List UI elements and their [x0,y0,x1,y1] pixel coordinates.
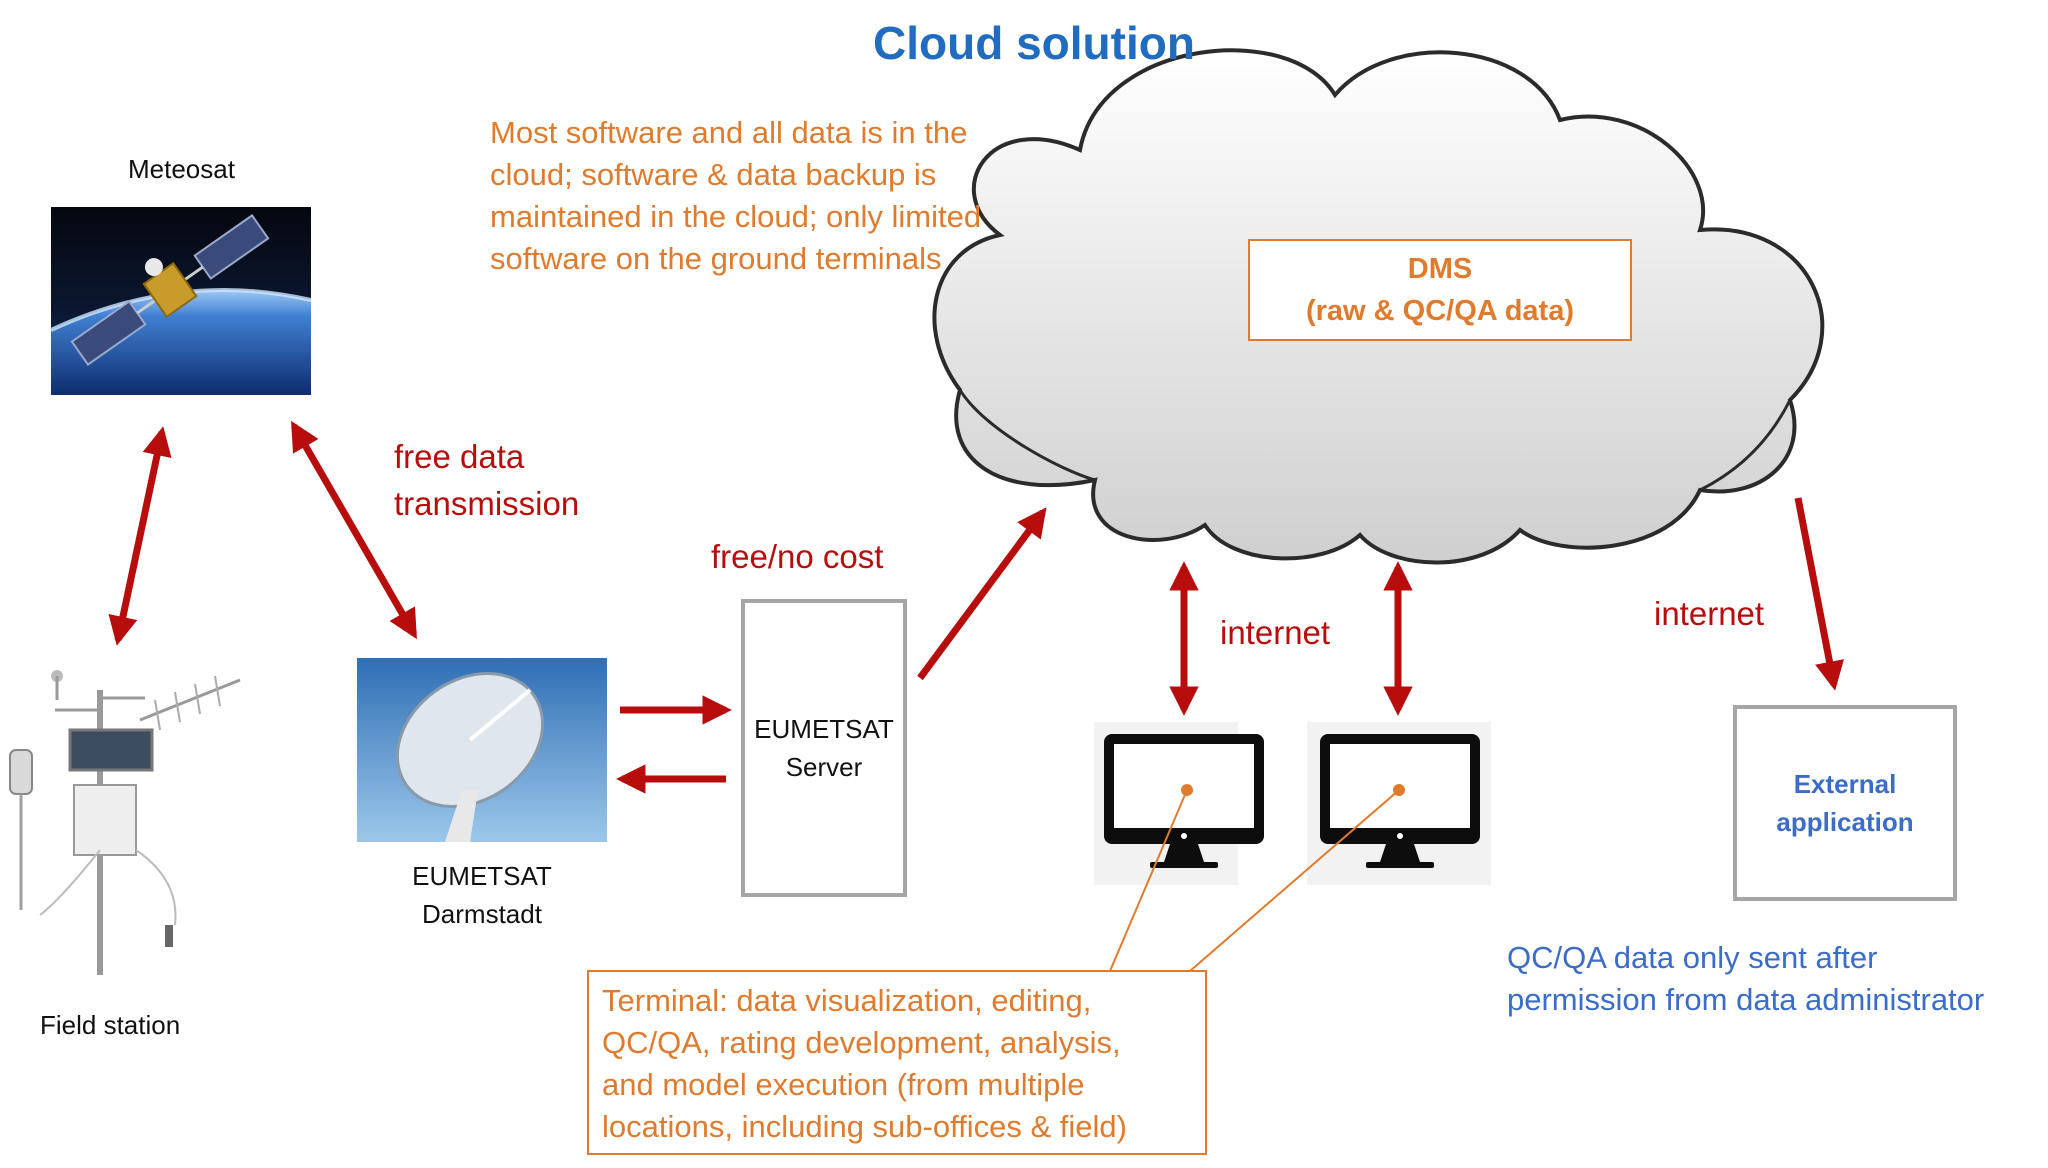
cloud-to-external-arrow [1794,497,1844,691]
terminal-leader-line [1109,789,1188,972]
field-station-label: Field station [40,1010,181,1040]
terminal-callout-box [587,970,1207,1155]
darmstadt-label: EUMETSAT Darmstadt [412,861,552,929]
monitor-icon [1094,722,1264,885]
dms-box [1248,239,1632,341]
server-label: EUMETSAT Server [754,714,894,782]
cloud-description: Most software and all data is in the clo… [490,115,982,276]
meteosat-field-arrow [108,426,172,646]
free-no-cost-label: free/no cost [711,538,884,575]
meteosat-label: Meteosat [128,154,235,184]
internet-label-terminals: internet [1220,614,1331,651]
satellite-dish-image [357,658,607,842]
weather-station-image [9,670,241,975]
meteosat-darmstadt-arrow [290,420,418,640]
monitor-icon [1307,722,1491,885]
server-box [741,599,907,897]
external-app-label: External application [1776,769,1914,837]
external-app-box [1733,705,1957,901]
internet-label-external: internet [1654,595,1765,632]
terminal-leader-line [1189,789,1400,972]
qcqa-note: QC/QA data only sent after permission fr… [1507,940,1985,1017]
terminal-note: Terminal: data visualization, editing, Q… [602,983,1127,1144]
server-to-cloud-arrow [917,507,1047,681]
free-transmission-label: free data transmission [394,438,580,522]
diagram-title: Cloud solution [873,17,1195,69]
dms-label: DMS (raw & QC/QA data) [1305,253,1574,327]
satellite-image [50,207,312,395]
